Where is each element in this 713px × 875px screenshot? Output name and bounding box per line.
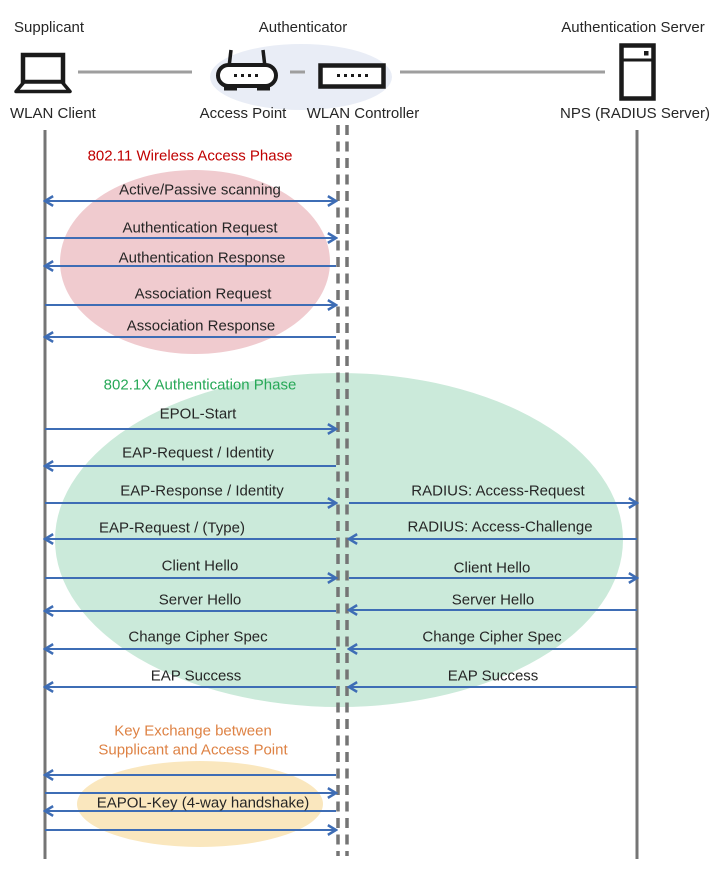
laptop-icon [14, 52, 72, 94]
node-label-access-point: Access Point [199, 105, 287, 122]
wlan-controller-icon [318, 63, 386, 89]
role-label-supplicant: Supplicant [14, 19, 85, 36]
node-label-wlan-client: WLAN Client [10, 105, 96, 122]
node-label-wlan-controller: WLAN Controller [306, 105, 420, 122]
server-icon [619, 43, 656, 101]
wireless-access-phase-ellipse [60, 170, 330, 354]
node-label-nps-radius-server: NPS (RADIUS Server) [559, 105, 711, 122]
access-point-icon [216, 49, 278, 91]
role-label-authenticator: Authenticator [258, 19, 348, 36]
role-label-authentication-server: Authentication Server [561, 19, 705, 36]
key-exchange-phase-ellipse [77, 761, 323, 847]
authenticator-hub-ellipse [210, 44, 392, 110]
